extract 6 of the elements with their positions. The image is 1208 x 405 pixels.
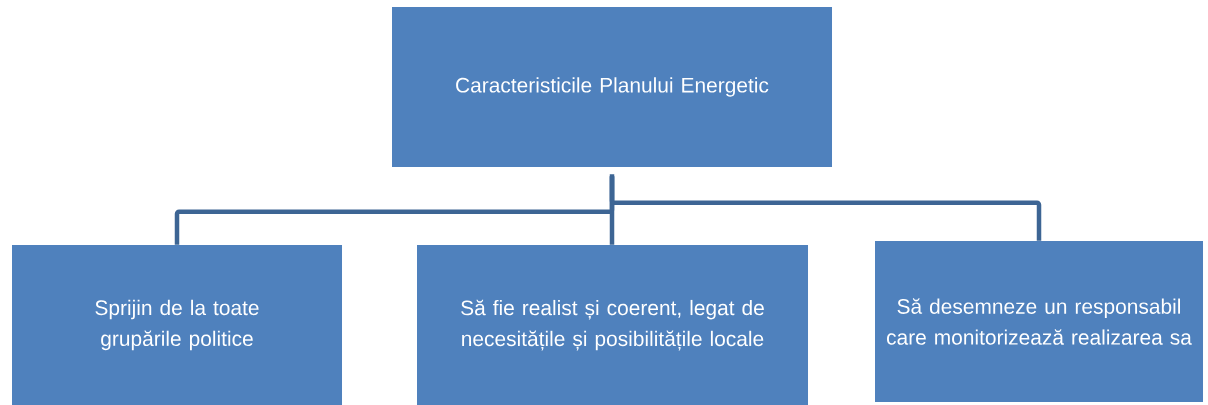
process-box: Să fie realist și coerent, legat de necesitățile și posibilitățile locale bbox=[417, 245, 808, 405]
connector-line bbox=[609, 176, 1042, 241]
process-box: Caracteristicile Planului Energetic bbox=[392, 7, 832, 167]
process-box: Să desemneze un responsabil care monitorizează realizarea sa bbox=[875, 241, 1203, 402]
process-box: Sprijin de la toate grupările politice bbox=[12, 245, 342, 405]
connector-line bbox=[609, 171, 615, 245]
